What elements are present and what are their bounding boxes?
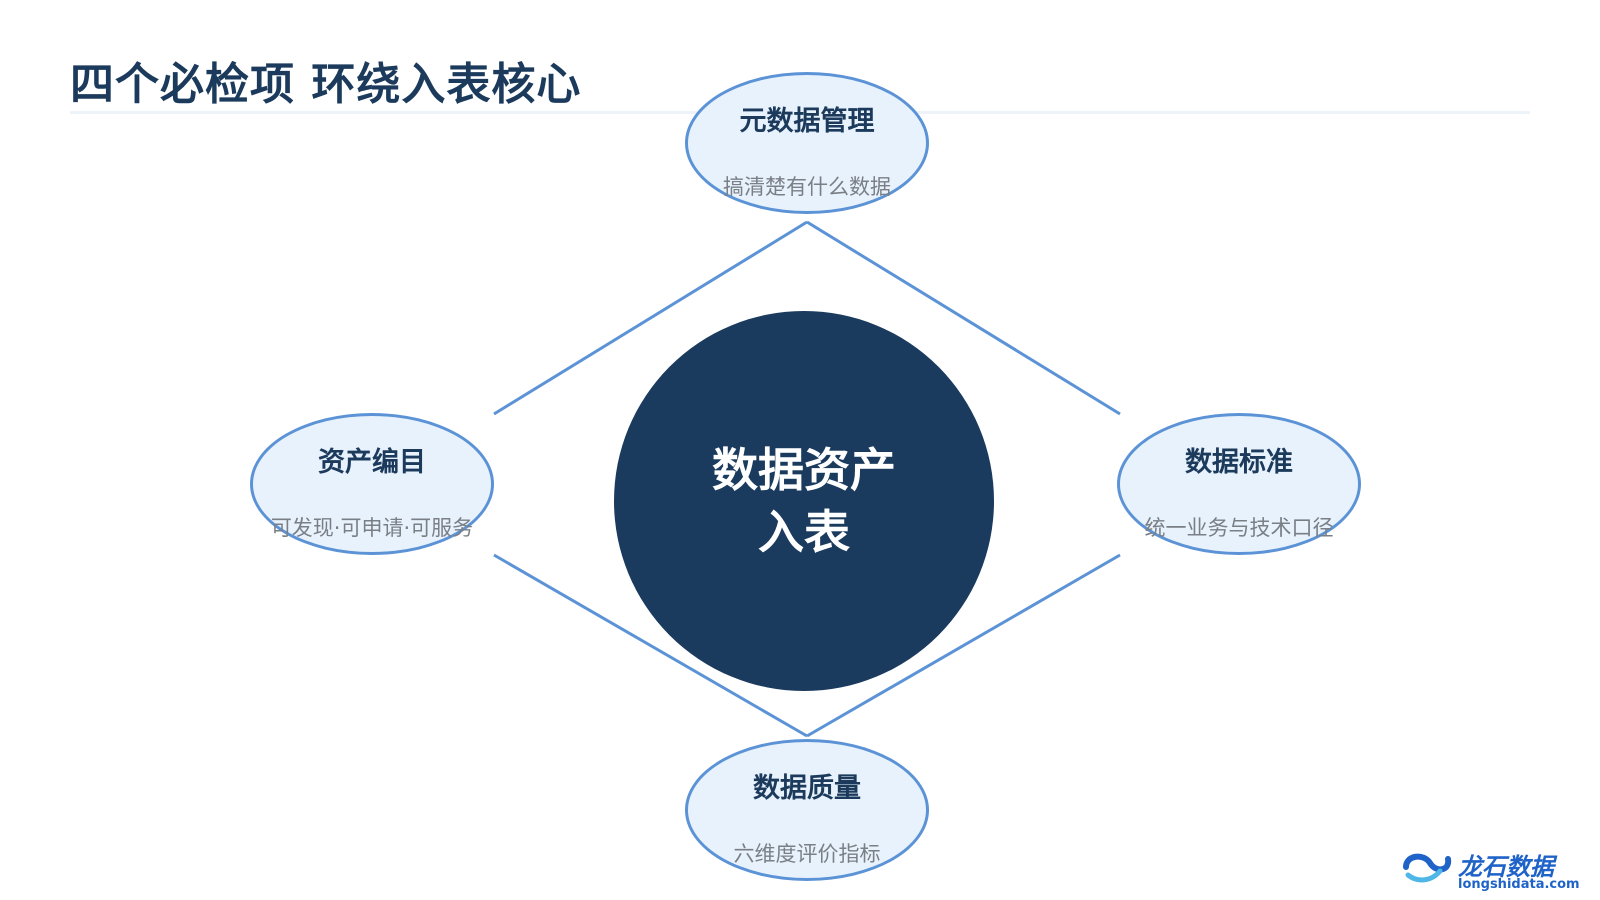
node-subtitle: 统一业务与技术口径 (1144, 516, 1334, 540)
node-data-standards: 数据标准 统一业务与技术口径 (1117, 413, 1361, 555)
node-subtitle: 搞清楚有什么数据 (723, 175, 891, 199)
connector-right-bottom (806, 553, 1121, 738)
core-label-line1: 数据资产 (712, 443, 896, 497)
node-asset-catalog: 资产编目 可发现·可申请·可服务 (250, 413, 494, 555)
node-subtitle: 可发现·可申请·可服务 (270, 516, 474, 540)
node-subtitle: 六维度评价指标 (733, 842, 881, 866)
connector-left-bottom (493, 553, 808, 738)
node-metadata-management: 元数据管理 搞清楚有什么数据 (685, 72, 929, 214)
logo-url: longshidata.com (1458, 877, 1580, 892)
logo-mark-icon (1403, 853, 1452, 883)
node-title: 资产编目 (318, 447, 426, 478)
node-title: 数据标准 (1185, 447, 1293, 478)
node-title: 元数据管理 (739, 106, 875, 137)
node-title: 数据质量 (753, 773, 861, 804)
core-circle: 数据资产 入表 (614, 311, 994, 691)
logo-name: 龙石数据 (1458, 853, 1554, 881)
brand-logo: 龙石数据 longshidata.com (1400, 845, 1580, 895)
node-data-quality: 数据质量 六维度评价指标 (685, 739, 929, 881)
core-label-line2: 入表 (758, 505, 850, 559)
page-title: 四个必检项 环绕入表核心 (70, 59, 582, 110)
connector-top-right (806, 220, 1121, 416)
connector-top-left (493, 220, 808, 416)
